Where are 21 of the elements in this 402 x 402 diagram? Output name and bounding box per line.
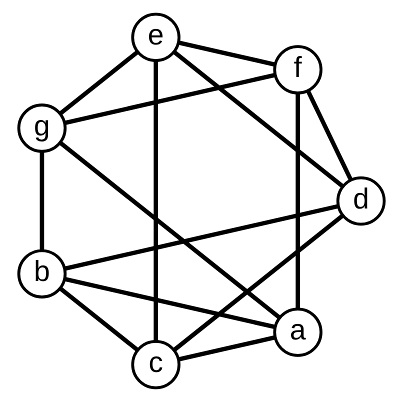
- connector: [172, 214, 344, 352]
- node-circle: c: [130, 340, 180, 390]
- node-circle: d: [336, 176, 386, 226]
- node-circle: a: [272, 308, 322, 357]
- connector: [58, 141, 280, 320]
- node-circle: b: [16, 249, 66, 298]
- connector: [64, 204, 338, 271]
- connector: [58, 286, 138, 352]
- connector: [58, 50, 138, 116]
- connector: [306, 90, 352, 181]
- connector: [39, 152, 44, 250]
- connector: [295, 93, 300, 309]
- node-circle: e: [130, 12, 180, 62]
- node-circle: g: [16, 104, 66, 153]
- connector: [64, 72, 276, 126]
- connector: [178, 40, 276, 67]
- node-circle: f: [272, 45, 322, 94]
- connector: [153, 60, 158, 342]
- connector: [178, 335, 275, 362]
- connector: [64, 276, 276, 330]
- connector: [172, 50, 344, 188]
